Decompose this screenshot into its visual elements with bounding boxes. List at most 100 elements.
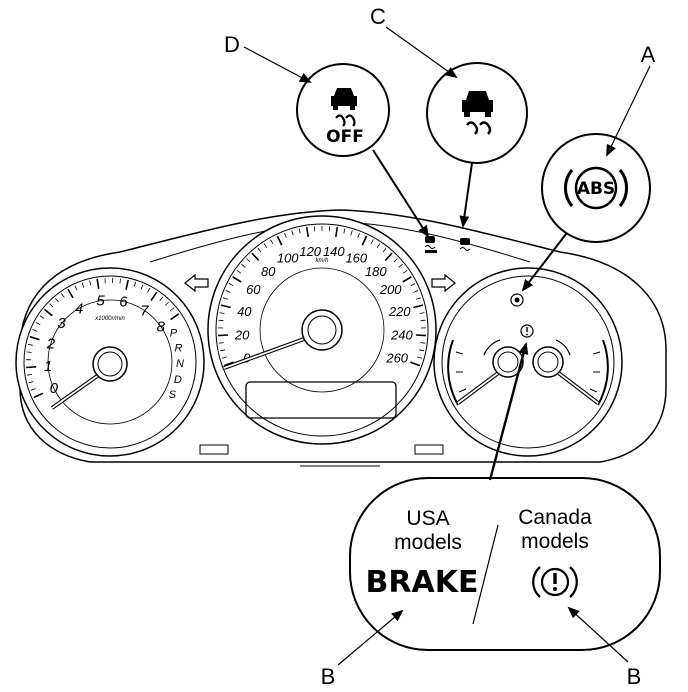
speedometer-major-tick <box>335 226 339 238</box>
speedometer-minor-tick <box>284 232 287 238</box>
tachometer-tick-label: 1 <box>44 358 52 375</box>
speedometer-major-tick <box>276 235 283 246</box>
speedometer-major-tick <box>415 334 426 337</box>
tachometer-tick-label: 0 <box>50 380 59 397</box>
speedometer-minor-tick <box>220 349 226 352</box>
tachometer-major-tick <box>26 366 37 369</box>
speedometer-tick-label: 160 <box>345 251 367 266</box>
speedometer-minor-tick <box>218 319 224 322</box>
tachometer-major-tick <box>170 313 180 321</box>
tachometer-minor-tick <box>169 307 175 312</box>
arrow-b-left <box>337 609 404 666</box>
tachometer-minor-tick <box>54 297 59 303</box>
speedometer-minor-tick <box>417 356 423 359</box>
speedometer-minor-tick <box>221 356 227 359</box>
tachometer-unit: x1000r/min <box>94 316 125 322</box>
speedometer-minor-tick <box>382 247 387 253</box>
gear-letter: P <box>170 327 178 339</box>
usa-models-line1: USA <box>406 507 449 530</box>
brake-indicator-lamp <box>520 324 534 338</box>
tachometer-minor-tick <box>32 329 38 332</box>
speedometer-major-tick <box>251 252 260 262</box>
speedometer-major-tick <box>413 304 424 309</box>
speedometer-minor-tick <box>263 243 268 249</box>
housing-left-tab <box>199 444 229 455</box>
speedometer-minor-tick <box>410 283 416 287</box>
brake-legend-callout: USA models BRAKE Canada models <box>349 477 661 651</box>
tachometer-minor-tick <box>147 287 151 293</box>
tachometer-minor-tick <box>81 282 85 288</box>
canada-models-line1: Canada <box>518 506 592 529</box>
speedometer-minor-tick <box>228 283 234 287</box>
tachometer-minor-tick <box>119 278 121 284</box>
callout-label-c: C <box>370 4 386 29</box>
speedometer: 020406080100120140160180200220240260 km/… <box>207 215 437 445</box>
tachometer-major-tick <box>33 392 44 399</box>
tachometer-tick-label: 8 <box>157 318 166 335</box>
arrow-c-to-circle <box>385 26 458 79</box>
callout-label-d: D <box>224 32 240 57</box>
tachometer-minor-tick <box>26 351 32 353</box>
speedometer-minor-tick <box>393 258 398 263</box>
callout-label-a: A <box>641 42 656 67</box>
speedometer-labels: 020406080100120140160180200220240260 <box>234 244 414 366</box>
tachometer-tick-label: 3 <box>57 315 66 332</box>
right-turn-signal-icon <box>431 273 456 293</box>
tachometer-minor-tick <box>49 303 54 308</box>
callout-label-b-left: B <box>321 664 336 689</box>
speedometer-major-tick <box>232 276 242 283</box>
tachometer-major-tick <box>67 288 74 299</box>
speedometer-major-tick <box>361 235 368 246</box>
vsa-off-text: OFF <box>326 127 364 147</box>
speedometer-tick-label: 180 <box>365 264 387 279</box>
tachometer-minor-tick <box>28 381 34 384</box>
speedometer-tick-label: 140 <box>323 244 345 259</box>
arrow-c-to-lamp <box>459 162 473 228</box>
arrow-b-to-lamp <box>488 342 529 481</box>
speedometer-tick-label: 260 <box>385 350 408 365</box>
tachometer-minor-tick <box>89 280 92 286</box>
abs-icon: ABS <box>564 166 628 210</box>
speedometer-major-tick <box>305 226 309 238</box>
speedometer-major-tick <box>224 361 234 367</box>
canada-brake-symbol-icon <box>532 566 578 598</box>
tachometer-tick-label: 2 <box>46 335 56 352</box>
speedometer-minor-tick <box>376 243 381 249</box>
speedometer-major-tick <box>410 361 420 367</box>
speedometer-minor-tick <box>291 230 294 236</box>
left-turn-signal-icon <box>184 273 209 293</box>
speedometer-minor-tick <box>246 258 251 263</box>
arrow-d-to-circle <box>243 46 312 83</box>
speedometer-tick-label: 100 <box>277 251 299 266</box>
tachometer-minor-tick <box>140 284 144 290</box>
speedometer-minor-tick <box>298 228 301 234</box>
tachometer-minor-tick <box>35 322 41 326</box>
legend-divider <box>472 524 499 625</box>
tachometer-major-tick <box>96 278 100 290</box>
speedometer-minor-tick <box>222 297 229 300</box>
arrow-a-to-lamp <box>521 233 567 292</box>
speedometer-major-tick <box>220 304 231 309</box>
speedometer-minor-tick <box>415 297 422 300</box>
canada-models-line2: models <box>521 530 589 553</box>
abs-callout: ABS <box>541 133 651 243</box>
speedometer-tick-label: 220 <box>388 304 411 319</box>
usa-models-line2: models <box>394 531 462 554</box>
tachometer-major-tick <box>43 308 53 317</box>
tachometer-ticks <box>25 277 180 399</box>
tachometer-tick-label: 6 <box>119 294 128 311</box>
arrow-d-to-lamp <box>372 149 430 238</box>
vsa-off-callout: OFF <box>296 63 390 157</box>
vsa-off-icon <box>331 88 357 127</box>
tachometer-major-tick <box>150 291 158 301</box>
housing-right-tab <box>414 444 444 455</box>
speedometer-major-tick <box>402 276 412 283</box>
speedometer-minor-tick <box>398 263 403 268</box>
tachometer-tick-label: 7 <box>140 302 149 319</box>
arrow-a-to-circle <box>606 65 651 157</box>
speedometer-minor-tick <box>257 247 262 253</box>
tachometer-minor-tick <box>26 374 33 376</box>
